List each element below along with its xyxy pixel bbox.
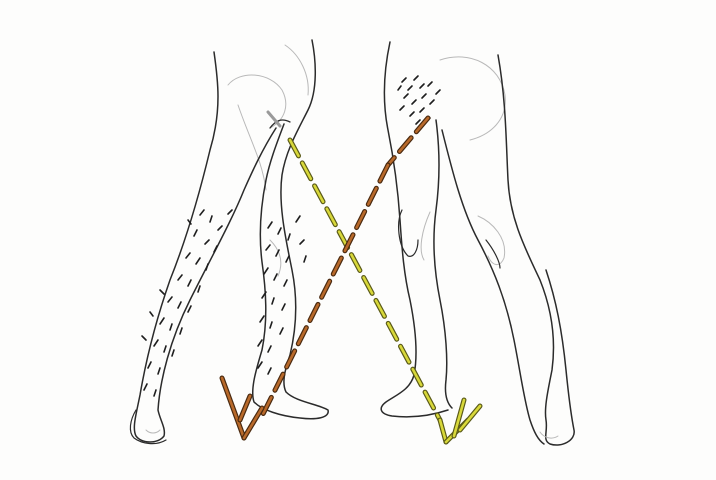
orange-arrow-dash [296,326,308,346]
orange-arrow-dash [320,279,331,299]
orange-arrow-dash [331,256,343,276]
yellow-arrow-head [438,418,448,444]
yellow-arrow-dash [325,207,337,226]
yellow-arrow-dash [411,367,423,387]
yellow-arrow-dash [300,161,313,181]
left-figure-leg-hair [141,209,307,397]
orange-arrow-head [242,406,264,440]
right-figure-leg-outline-left [380,41,449,418]
yellow-arrow-dash [350,253,362,272]
left-thigh-sketch [237,104,267,191]
orange-arrow-dash [285,349,296,369]
orange-arrow-dash [415,116,430,134]
yellow-arrow-dash [386,322,399,341]
orange-arrow-head [238,394,252,422]
yellow-arrow-head [452,398,466,438]
orange-arrow-dash [261,396,273,415]
yellow-arrow-dash [288,138,300,158]
orange-arrow-dash [355,210,366,229]
yellow-arrow-dash [313,184,325,204]
yellow-arrow-dash [399,344,411,364]
yellow-arrow-dash [374,299,386,318]
left-foot-outline [129,409,167,445]
orange-arrow-dash [398,136,413,153]
orange-arrow-head [220,376,246,440]
right-figure-hair [397,75,441,125]
orange-arrow-dash [308,303,320,322]
left-leg-outline-outer [133,51,277,443]
orange-arrow-dash [273,372,285,392]
left-hip-sketch [227,74,287,129]
orange-arrow-dash [378,163,390,183]
orange-arrow [219,115,431,441]
orange-arrow-dash [343,233,355,253]
orange-arrow-dash [366,186,378,206]
left-figure [129,39,329,445]
yellow-arrow-dash [362,276,374,295]
yellow-arrow-dash [423,390,435,410]
left-leg-outline-inner [251,39,329,420]
right-figure [380,41,575,446]
yellow-arrow [287,137,483,445]
right-figure-leg-outline-right [497,54,575,446]
yellow-arrow-head [458,404,482,432]
